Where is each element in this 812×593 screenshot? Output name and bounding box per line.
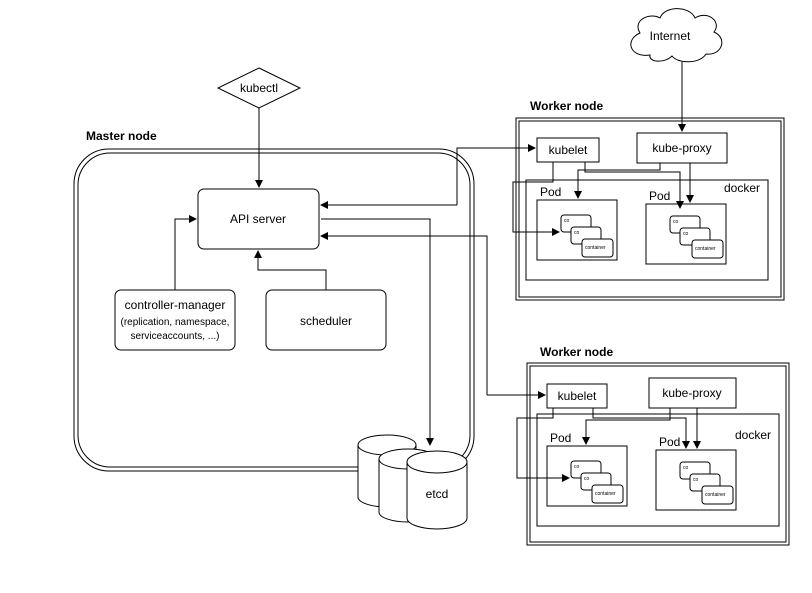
kubelet-2-to-pod-2-arrow bbox=[592, 408, 690, 449]
controller-manager-line3: serviceaccounts, ...) bbox=[131, 331, 220, 342]
kubelet-1-to-pod-1-arrow bbox=[512, 162, 560, 236]
svg-text:co: co bbox=[673, 219, 679, 225]
worker-2-docker-label: docker bbox=[735, 428, 771, 442]
controller-to-api-arrow bbox=[174, 215, 197, 290]
worker-node-2-outer bbox=[526, 362, 790, 546]
svg-text:co: co bbox=[584, 476, 590, 482]
worker-2-docker-box bbox=[536, 413, 780, 527]
svg-text:co: co bbox=[574, 230, 580, 236]
scheduler-box: scheduler bbox=[265, 289, 387, 351]
worker-2-kube-proxy-label: kube-proxy bbox=[662, 386, 721, 400]
kubelet-1-to-pod-2-arrow bbox=[584, 162, 684, 209]
kubectl-node: kubectl bbox=[216, 67, 302, 109]
kube-proxy-2-to-pod-1-arrow bbox=[582, 408, 671, 445]
api-server-box: API server bbox=[197, 188, 320, 250]
controller-manager-line2: (replication, namespace, bbox=[121, 317, 230, 328]
worker-2-pod-2: Pod co co container bbox=[655, 435, 737, 511]
controller-manager-box: controller-manager (replication, namespa… bbox=[114, 289, 236, 351]
controller-manager-title: controller-manager bbox=[125, 298, 226, 312]
kubectl-label: kubectl bbox=[240, 81, 278, 95]
svg-text:co: co bbox=[574, 464, 580, 470]
worker-node-2-inner bbox=[529, 365, 787, 543]
svg-text:co: co bbox=[693, 477, 699, 483]
worker-node-1-title: Worker node bbox=[530, 99, 603, 113]
kubelet-2-to-pod-1-arrow bbox=[516, 408, 570, 482]
svg-text:container: container bbox=[585, 245, 606, 251]
etcd-label: etcd bbox=[426, 487, 449, 501]
internet-cloud: Internet bbox=[630, 8, 723, 63]
worker-1-kubelet-box: kubelet bbox=[536, 137, 600, 163]
worker-2-kubelet-label: kubelet bbox=[558, 389, 597, 403]
internet-label: Internet bbox=[650, 29, 691, 43]
worker-2-kube-proxy-box: kube-proxy bbox=[648, 377, 737, 409]
worker-1-docker-box bbox=[525, 179, 769, 281]
api-to-etcd-arrow bbox=[321, 218, 434, 446]
svg-text:co: co bbox=[683, 465, 689, 471]
api-to-kubelet-2-arrow bbox=[320, 232, 488, 395]
worker-1-pod-1: Pod co co container bbox=[536, 185, 618, 261]
scheduler-label: scheduler bbox=[300, 314, 352, 328]
worker-1-pod-1-label: Pod bbox=[540, 185, 561, 199]
worker-1-kube-proxy-label: kube-proxy bbox=[652, 141, 711, 155]
worker-node-2-title: Worker node bbox=[540, 345, 613, 359]
api-to-kubelet-1-arrow bbox=[456, 144, 536, 205]
scheduler-to-api-arrow bbox=[254, 250, 327, 290]
etcd-database-icon: etcd bbox=[357, 434, 468, 530]
worker-1-kubelet-label: kubelet bbox=[549, 143, 588, 157]
api-server-label: API server bbox=[230, 212, 286, 226]
master-node-outer bbox=[73, 148, 475, 472]
worker-node-1-outer bbox=[515, 117, 785, 301]
worker-2-pod-2-label: Pod bbox=[659, 435, 680, 449]
worker-1-kube-proxy-box: kube-proxy bbox=[636, 132, 728, 164]
worker-1-docker-label: docker bbox=[724, 181, 760, 195]
worker-node-1-inner bbox=[518, 120, 782, 298]
master-node-inner bbox=[77, 152, 471, 468]
svg-text:container: container bbox=[695, 246, 716, 252]
svg-text:container: container bbox=[595, 491, 616, 497]
svg-text:co: co bbox=[564, 218, 570, 224]
worker-1-pod-2-label: Pod bbox=[649, 189, 670, 203]
worker-2-kubelet-box: kubelet bbox=[546, 383, 608, 409]
svg-text:container: container bbox=[705, 492, 726, 498]
worker-2-pod-1: Pod co co container bbox=[546, 431, 628, 507]
master-node-title: Master node bbox=[86, 129, 157, 143]
kube-proxy-1-to-pod-1-arrow bbox=[574, 163, 661, 199]
worker-2-pod-1-label: Pod bbox=[550, 431, 571, 445]
svg-text:co: co bbox=[683, 231, 689, 237]
worker-1-pod-2: Pod co co container bbox=[645, 189, 727, 265]
connectors bbox=[174, 62, 701, 482]
